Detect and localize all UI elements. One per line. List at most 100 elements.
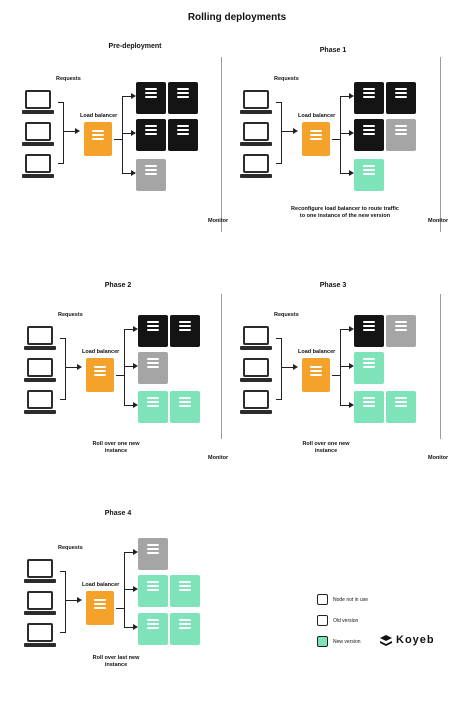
server-lines-icon <box>94 366 106 378</box>
server-line <box>147 552 159 554</box>
arrow-line <box>122 96 132 97</box>
arrow-line <box>124 329 134 330</box>
laptop-screen <box>25 90 51 109</box>
server-line <box>179 329 191 331</box>
arrow-line <box>340 405 350 406</box>
arrow-line <box>282 131 294 132</box>
arrow-head-icon <box>77 364 82 370</box>
server-line <box>363 125 375 127</box>
arrow-head-icon <box>349 130 354 136</box>
laptop-base <box>240 110 272 114</box>
connector-trunk <box>124 329 125 405</box>
laptop-screen <box>27 559 53 578</box>
server-node-new <box>170 391 200 423</box>
server-line <box>363 325 375 327</box>
laptop-screen <box>27 623 53 642</box>
phase-title: Pre-deployment <box>108 43 162 50</box>
server-lines-icon <box>363 125 375 137</box>
server-line <box>147 581 159 583</box>
laptop-base <box>240 410 272 414</box>
server-node-new <box>386 391 416 423</box>
laptop-screen <box>27 358 53 377</box>
laptop-icon <box>24 559 56 585</box>
arrow-head-icon <box>349 170 354 176</box>
server-line <box>310 370 322 372</box>
server-node-unused <box>386 119 416 151</box>
server-line <box>177 88 189 90</box>
brand-logo-text: Koyeb <box>396 634 435 646</box>
separator <box>440 294 441 439</box>
server-lines-icon <box>363 321 375 333</box>
arrow-head-icon <box>349 93 354 99</box>
server-line <box>147 325 159 327</box>
laptop-base <box>24 643 56 647</box>
arrow-head-icon <box>75 128 80 134</box>
requests-label: Requests <box>56 76 81 82</box>
phase-title: Phase 2 <box>104 282 132 289</box>
laptop-base <box>240 142 272 146</box>
server-line <box>395 96 407 98</box>
server-lines-icon <box>177 125 189 137</box>
server-line <box>395 329 407 331</box>
server-line <box>363 358 375 360</box>
server-line <box>147 589 159 591</box>
server-node-new <box>170 575 200 607</box>
arrow-line <box>340 133 350 134</box>
connector-trunk <box>122 96 123 173</box>
legend-label-old: Old version <box>333 618 359 624</box>
server-line <box>310 130 322 132</box>
server-line <box>92 138 104 140</box>
server-line <box>145 169 157 171</box>
laptop-icon <box>24 623 56 649</box>
laptop-screen <box>25 122 51 141</box>
laptop-screen <box>243 122 269 141</box>
server-line <box>363 169 375 171</box>
server-lines-icon <box>310 366 322 378</box>
server-node-old <box>170 315 200 347</box>
server-node-old <box>354 82 384 114</box>
server-line <box>363 321 375 323</box>
server-lines-icon <box>92 130 104 142</box>
server-lines-icon <box>147 397 159 409</box>
separator <box>221 294 222 439</box>
laptop-base <box>240 378 272 382</box>
connector-line <box>332 139 340 140</box>
server-node-unused <box>138 538 168 570</box>
laptop-base <box>22 174 54 178</box>
server-node-new <box>138 613 168 645</box>
laptop-screen <box>243 390 269 409</box>
load-balancer-label: Load balancer <box>82 582 120 588</box>
server-lines-icon <box>147 619 159 631</box>
server-line <box>395 92 407 94</box>
arrow-head-icon <box>133 363 138 369</box>
server-lines-icon <box>179 581 191 593</box>
arrow-line <box>340 173 350 174</box>
requests-label: Requests <box>274 76 299 82</box>
server-node-old <box>136 119 166 151</box>
requests-bracket <box>276 338 282 400</box>
server-line <box>395 129 407 131</box>
server-lines-icon <box>395 88 407 100</box>
server-line <box>147 405 159 407</box>
arrow-head-icon <box>131 170 136 176</box>
server-line <box>147 544 159 546</box>
server-line <box>363 88 375 90</box>
server-line <box>145 173 157 175</box>
server-line <box>177 96 189 98</box>
arrow-head-icon <box>133 586 138 592</box>
server-line <box>145 88 157 90</box>
requests-label: Requests <box>274 312 299 318</box>
server-line <box>395 405 407 407</box>
load-balancer-icon <box>84 122 112 156</box>
server-line <box>179 589 191 591</box>
server-line <box>363 129 375 131</box>
server-line <box>147 329 159 331</box>
arrow-head-icon <box>133 624 138 630</box>
server-line <box>363 397 375 399</box>
server-line <box>145 96 157 98</box>
laptop-icon <box>22 90 54 116</box>
server-line <box>177 133 189 135</box>
server-node-new <box>138 575 168 607</box>
server-node-unused <box>138 352 168 384</box>
server-line <box>395 125 407 127</box>
